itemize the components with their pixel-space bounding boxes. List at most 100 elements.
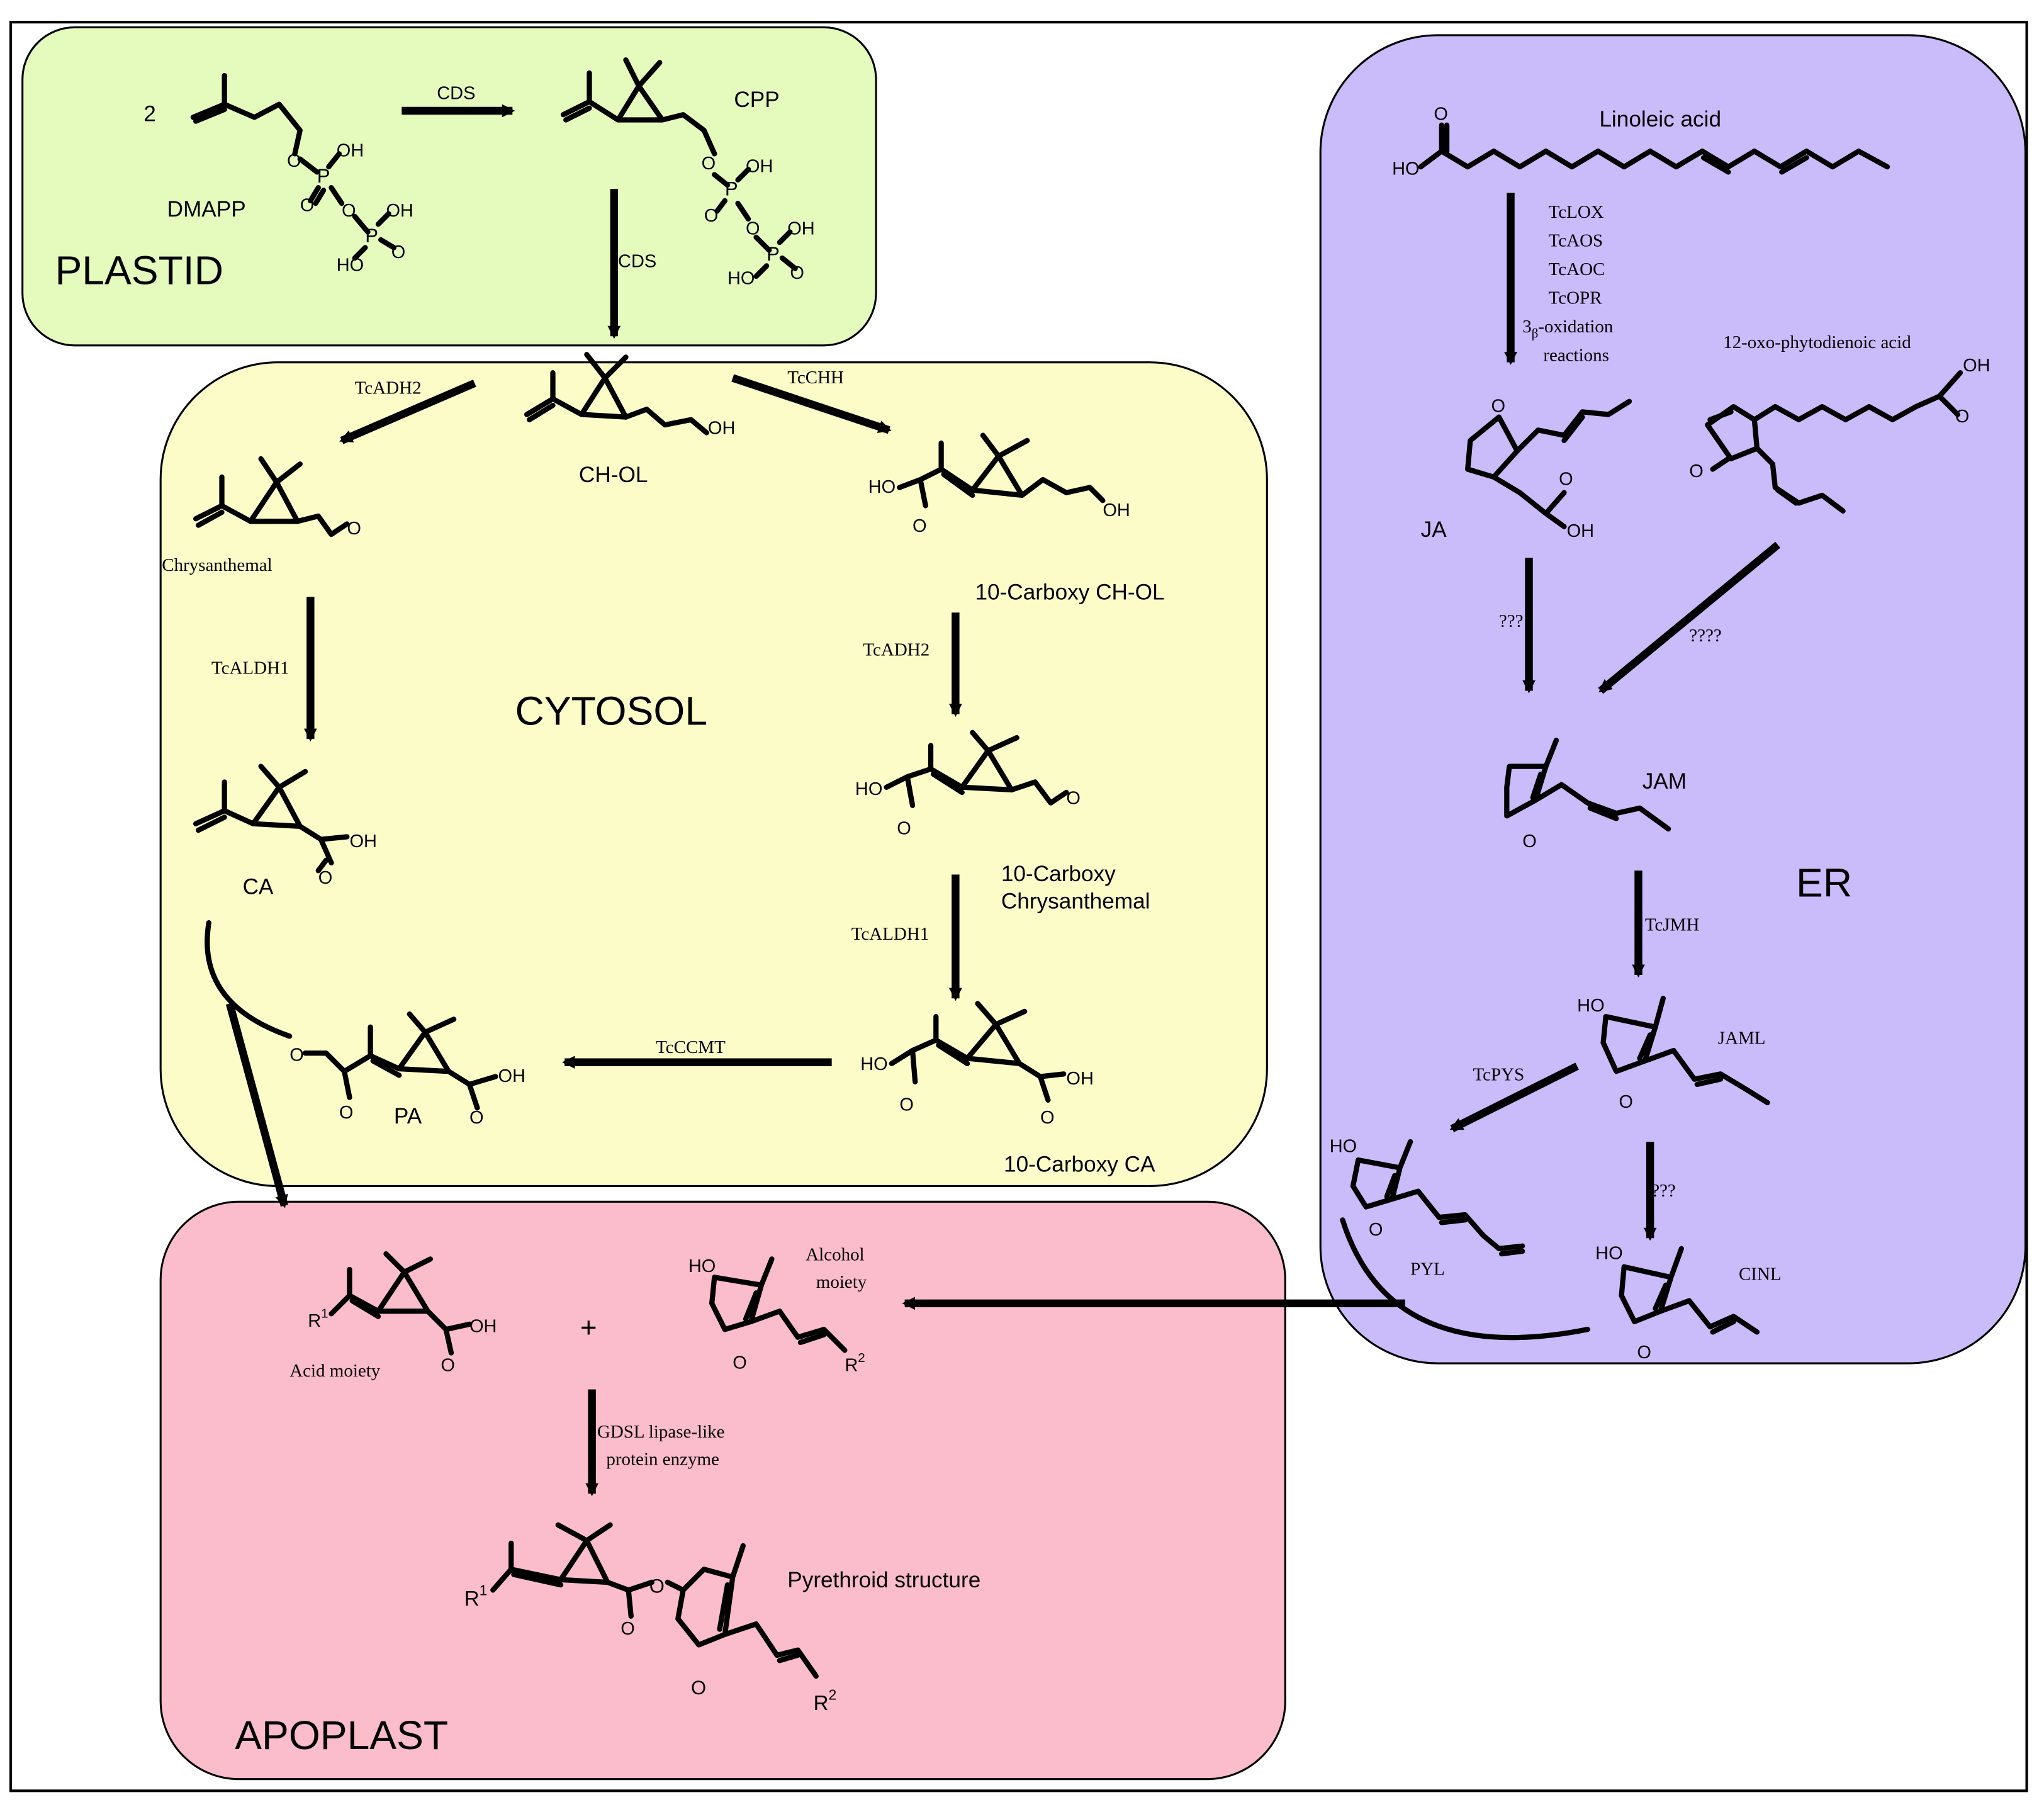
er-label: ER [1796, 860, 1852, 906]
cytosol-label: CYTOSOL [515, 688, 707, 733]
cytosol-compartment [159, 361, 1268, 1187]
oh-text: OH [708, 419, 735, 439]
cpp-label: CPP [734, 87, 779, 112]
svg-text:O: O [1369, 1220, 1383, 1240]
choll-molecule: OH CH-OL [524, 352, 735, 487]
svg-text:O: O [899, 1095, 914, 1115]
reactions-text: reactions [1543, 346, 1609, 366]
tcadh2-enzyme-text: TcADH2 [355, 378, 422, 398]
svg-text:P: P [725, 178, 738, 200]
tcpys-arrow [1449, 1062, 1579, 1132]
oh-text: OH [337, 140, 364, 160]
svg-text:O: O [702, 154, 716, 174]
tcaldh1-enzyme-text: TcALDH1 [211, 658, 289, 678]
ho-text: HO [1577, 996, 1604, 1016]
alcohol-moiety-label: moiety [816, 1272, 867, 1292]
oh-text: OH [498, 1066, 525, 1086]
er-enzyme-text: TcAOC [1549, 259, 1605, 279]
er-compartment [1319, 34, 2027, 1365]
chrysanthemal-label: Chrysanthemal [162, 555, 272, 575]
cds-enzyme-text: CDS [437, 83, 475, 103]
r1-text: R1 [464, 1582, 488, 1611]
ho-text: HO [688, 1256, 716, 1276]
jam-label: JAM [1642, 769, 1687, 794]
carboxy-choll-label: 10-Carboxy CH-OL [975, 580, 1164, 605]
svg-text:O: O [704, 206, 719, 226]
unknown-step-text: ???? [1689, 626, 1721, 646]
svg-text:O: O [897, 818, 911, 838]
tcchh-arrow [731, 374, 892, 434]
coefficient-text: 2 [143, 102, 156, 127]
svg-text:O: O [391, 242, 406, 262]
r1-text: R1 [308, 1307, 328, 1331]
svg-text:O: O [746, 219, 760, 239]
cinl-label: CINL [1739, 1264, 1782, 1285]
ca-label: CA [243, 875, 274, 899]
svg-text:O: O [1522, 831, 1537, 852]
dmapp-molecule: 2 O P OH O O P OH O HO DMAPP [143, 72, 413, 276]
svg-text:O: O [287, 151, 301, 171]
tcccmt-enzyme-text: TcCCMT [656, 1037, 726, 1057]
pa-molecule: O O O OH PA [289, 1011, 525, 1129]
tcaldh1-enzyme-text: TcALDH1 [851, 924, 929, 944]
svg-text:O: O [1689, 461, 1704, 481]
carboxy-chrysanthemal-label: 10-Carboxy [1001, 862, 1116, 886]
pyrethroid-label: Pyrethroid structure [787, 1568, 980, 1592]
unknown-step-text: ??? [1499, 611, 1524, 631]
ho-text: HO [1595, 1243, 1622, 1263]
svg-text:O: O [1040, 1108, 1055, 1128]
ho-text: HO [860, 1054, 887, 1074]
svg-text:O: O [691, 1677, 706, 1699]
carboxy-chrysanthemal-molecule: HO O O 10-Carboxy Chrysanthemal [855, 729, 1150, 913]
svg-text:O: O [300, 195, 315, 215]
tcadh2-enzyme-text: TcADH2 [863, 640, 929, 660]
cinl-molecule: HO O CINL [1595, 1243, 1781, 1362]
dmapp-label: DMAPP [167, 197, 246, 222]
svg-text:O: O [1619, 1092, 1633, 1112]
cds-enzyme-text: CDS [618, 252, 656, 272]
oh-text: OH [386, 201, 413, 221]
oh-text: OH [787, 219, 814, 239]
svg-text:O: O [733, 1353, 747, 1373]
jaml-label: JAML [1718, 1028, 1766, 1049]
opda-molecule: O O OH [1689, 356, 1991, 514]
svg-text:O: O [339, 1103, 354, 1123]
svg-text:O: O [912, 516, 927, 536]
pyrethroid-molecule: R1 O O O R2 Pyrethroid structure [464, 1522, 980, 1715]
acid-moiety-molecule: R1 O OH Acid moiety [289, 1251, 497, 1381]
svg-text:O: O [318, 868, 333, 888]
oh-text: OH [1066, 1069, 1093, 1089]
transport-curve [1340, 1217, 1590, 1341]
svg-text:O: O [469, 1108, 484, 1128]
apoplast-label: APOPLAST [235, 1713, 448, 1758]
svg-text:O: O [1955, 407, 1970, 427]
tcjmh-enzyme-text: TcJMH [1645, 915, 1700, 935]
tcchh-enzyme-text: TcCHH [787, 368, 844, 388]
pyl-label: PYL [1410, 1259, 1445, 1279]
beta-oxidation-text: 3β-oxidation [1522, 317, 1614, 341]
r2-text: R2 [814, 1686, 837, 1715]
svg-text:O: O [1434, 104, 1448, 125]
svg-text:O: O [1491, 396, 1505, 416]
svg-text:P: P [365, 225, 378, 247]
plus-sign: + [580, 1312, 597, 1344]
svg-text:O: O [790, 263, 804, 283]
svg-text:O: O [289, 1045, 304, 1066]
transport-to-apoplast-arrow [225, 1002, 288, 1208]
oh-text: OH [1963, 356, 1990, 376]
outer-frame [9, 21, 2028, 1793]
svg-text:P: P [317, 165, 330, 187]
tcadh2-left-arrow [339, 380, 476, 444]
svg-text:O: O [1066, 789, 1081, 809]
ho-text: HO [1392, 159, 1419, 179]
svg-text:O: O [1637, 1343, 1651, 1363]
tcpys-enzyme-text: TcPYS [1473, 1065, 1525, 1085]
chrysanthemal-molecule: O Chrysanthemal [162, 456, 361, 575]
choll-label: CH-OL [579, 463, 648, 487]
apoplast-compartment [159, 1200, 1286, 1781]
ho-text: HO [727, 268, 755, 288]
jam-molecule: O JAM [1504, 738, 1687, 852]
svg-text:O: O [620, 1619, 635, 1639]
